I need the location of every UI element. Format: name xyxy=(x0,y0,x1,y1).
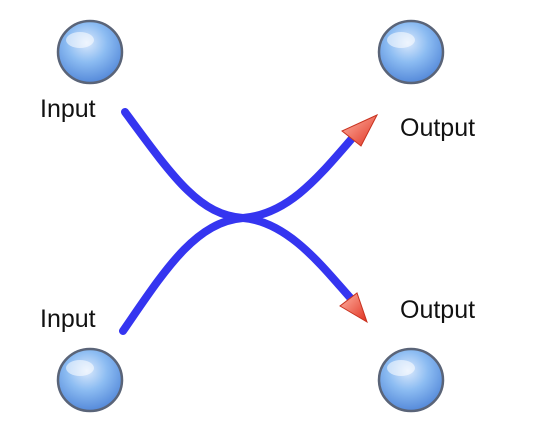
input-label-top: Input xyxy=(40,95,96,123)
input-node-bottom xyxy=(56,347,124,413)
output-node-top xyxy=(377,19,445,85)
arrowhead-top-output xyxy=(341,113,379,147)
output-label-top: Output xyxy=(400,114,476,142)
arrowhead-bottom-output xyxy=(339,292,368,324)
output-label-bottom: Output xyxy=(400,296,476,324)
output-node-bottom xyxy=(377,347,445,413)
input-node-top xyxy=(56,19,124,85)
input-label-bottom: Input xyxy=(40,305,96,333)
path-bottom-input-to-top-output xyxy=(119,131,359,335)
